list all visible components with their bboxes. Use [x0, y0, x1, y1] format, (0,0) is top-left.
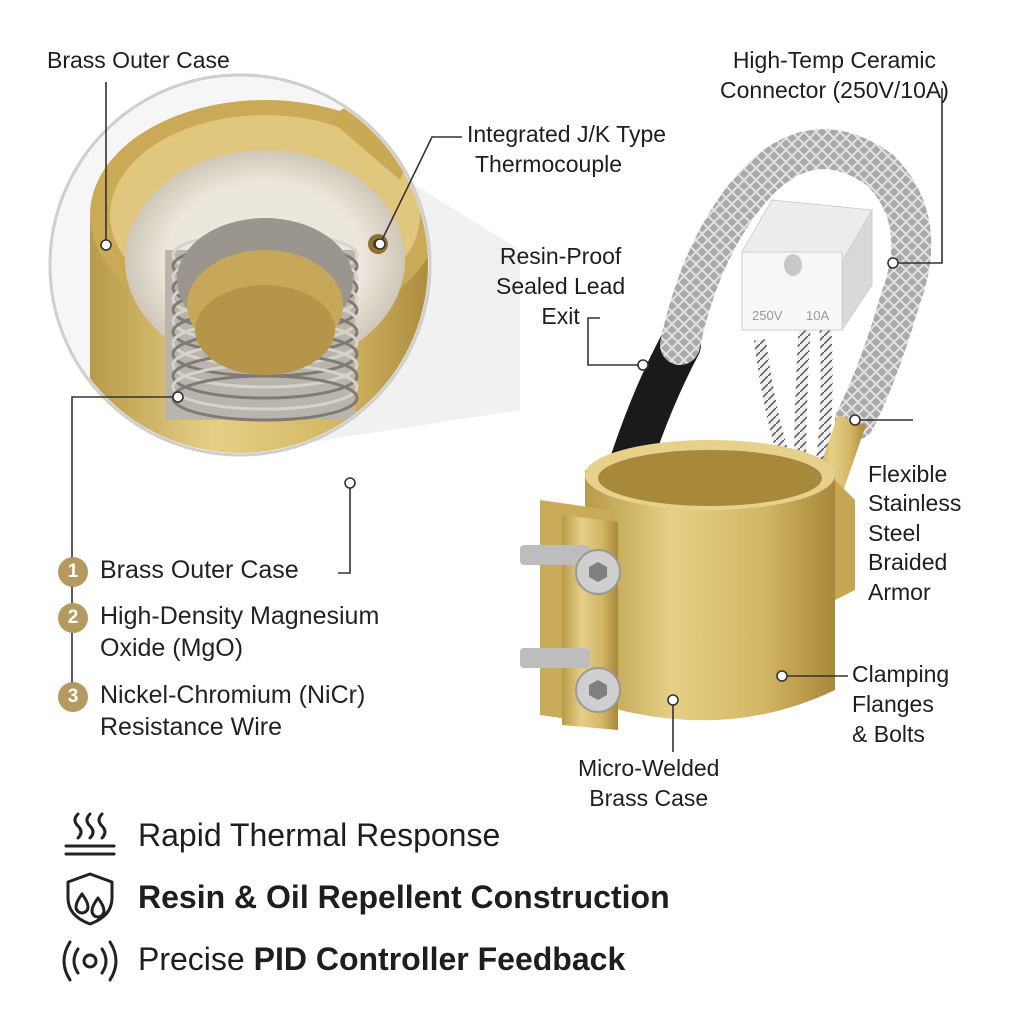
feature-resin-oil: Resin & Oil Repellent Construction: [138, 879, 670, 915]
leader-lines: [71, 82, 943, 752]
layer-label-2: High-Density Magnesium Oxide (MgO): [100, 602, 380, 662]
braided-armor: [660, 129, 932, 440]
cutaway-zoom: [48, 73, 432, 457]
band-heater: [520, 440, 855, 730]
callout-lead-exit: Resin-Proof Sealed Lead Exit: [496, 243, 626, 329]
feature-pid-feedback: Precise PID Controller Feedback: [138, 941, 626, 977]
callout-clamping-flanges: Clamping Flanges & Bolts: [852, 661, 950, 747]
callout-braided-armor: Flexible Stainless Steel Braided Armor: [868, 461, 962, 605]
callout-welded-case: Micro-Welded Brass Case: [578, 755, 720, 811]
svg-text:250V: 250V: [752, 308, 783, 323]
callout-thermocouple: Integrated J/K Type Thermocouple: [467, 121, 667, 177]
svg-text:10A: 10A: [806, 308, 829, 323]
feature-rapid-thermal: Rapid Thermal Response: [138, 817, 501, 853]
callout-brass-outer-case: Brass Outer Case: [47, 47, 230, 73]
layer-badge-1: 1: [58, 557, 88, 587]
layer-label-1: Brass Outer Case: [100, 556, 299, 584]
shield-droplet-icon: [66, 872, 114, 926]
layer-label-3: Nickel-Chromium (NiCr) Resistance Wire: [100, 681, 366, 741]
layer-badge-3: 3: [58, 682, 88, 712]
callout-ceramic-connector: High-Temp Ceramic Connector (250V/10A): [720, 47, 949, 103]
ceramic-connector: 250V 10A: [741, 199, 873, 332]
layer-badge-2: 2: [58, 603, 88, 633]
heat-waves-icon: [64, 812, 116, 856]
feedback-signal-icon: [62, 940, 118, 982]
callout-dots: [100, 238, 899, 706]
